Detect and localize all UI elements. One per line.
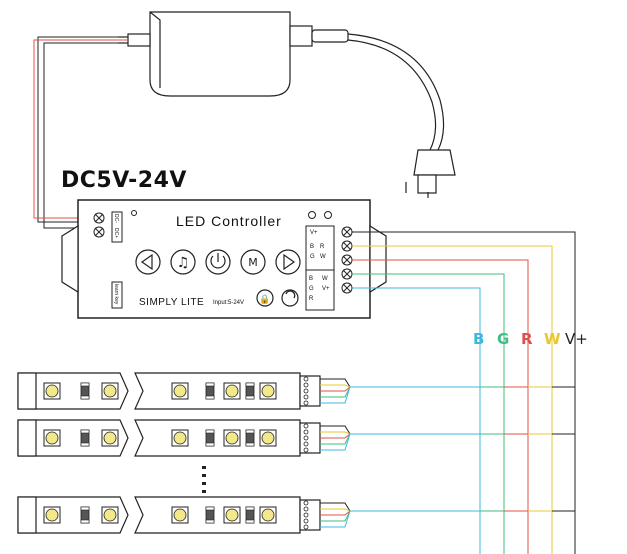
led-controller: ♫ M 🔒 <box>61 199 387 319</box>
term-top-w: W <box>320 254 326 260</box>
term-bot-r: R <box>309 296 314 302</box>
next-button <box>275 249 301 275</box>
led-chip <box>43 506 61 524</box>
dc-minus-label: DC- <box>113 214 119 223</box>
resistor <box>80 382 90 400</box>
resistor <box>80 429 90 447</box>
controller-input-note: Input:5-24V <box>213 300 245 306</box>
term-top-b: B <box>310 244 315 250</box>
wire-label-b: B <box>473 330 485 348</box>
wire-label-r: R <box>521 330 533 348</box>
supply-voltage-label: DC5V-24V <box>61 168 187 193</box>
resistor <box>80 506 90 524</box>
led-chip <box>171 429 189 447</box>
term-bot-b: B <box>309 276 314 282</box>
led-chip <box>101 429 119 447</box>
power-adapter <box>118 11 349 97</box>
dc-plus-label: DC+ <box>113 228 119 239</box>
term-bot-w: W <box>322 276 328 282</box>
ac-plug <box>347 33 456 198</box>
controller-title: LED Controller <box>176 213 282 229</box>
led-strip <box>17 419 575 457</box>
led-chip <box>259 382 277 400</box>
led-chip <box>43 382 61 400</box>
output-wires <box>352 231 576 554</box>
prev-button <box>135 249 161 275</box>
led-chip <box>101 382 119 400</box>
mode-button <box>240 249 266 275</box>
led-chip <box>223 506 241 524</box>
led-chip <box>259 506 277 524</box>
wire-label-vplus: V+ <box>565 330 588 348</box>
term-top-vplus: V+ <box>310 230 318 236</box>
led-chip <box>259 429 277 447</box>
term-top-g: G <box>310 254 315 260</box>
dc-leads-red <box>33 39 128 219</box>
resistor <box>245 429 255 447</box>
resistor <box>245 382 255 400</box>
controller-brand: SIMPLY LITE <box>139 297 205 308</box>
svg-text:♫: ♫ <box>177 255 190 271</box>
resistor <box>205 506 215 524</box>
learn-key-label: learn key <box>113 284 119 305</box>
led-strips <box>17 372 575 534</box>
resistor <box>245 506 255 524</box>
wire-label-w: W <box>544 330 561 348</box>
svg-text:M: M <box>248 256 258 269</box>
led-chip <box>101 506 119 524</box>
led-strip <box>17 372 575 410</box>
led-chip <box>223 382 241 400</box>
continuation-dots <box>202 466 206 493</box>
led-strip <box>17 496 575 534</box>
resistor <box>205 429 215 447</box>
svg-text:🔒: 🔒 <box>259 294 270 305</box>
led-chip <box>223 429 241 447</box>
term-top-r: R <box>320 244 325 250</box>
term-bot-vplus: V+ <box>322 286 330 292</box>
music-button <box>170 249 196 275</box>
led-chip <box>43 429 61 447</box>
led-chip <box>171 506 189 524</box>
wire-label-g: G <box>497 330 510 348</box>
led-chip <box>171 382 189 400</box>
term-bot-g: G <box>309 286 314 292</box>
resistor <box>205 382 215 400</box>
